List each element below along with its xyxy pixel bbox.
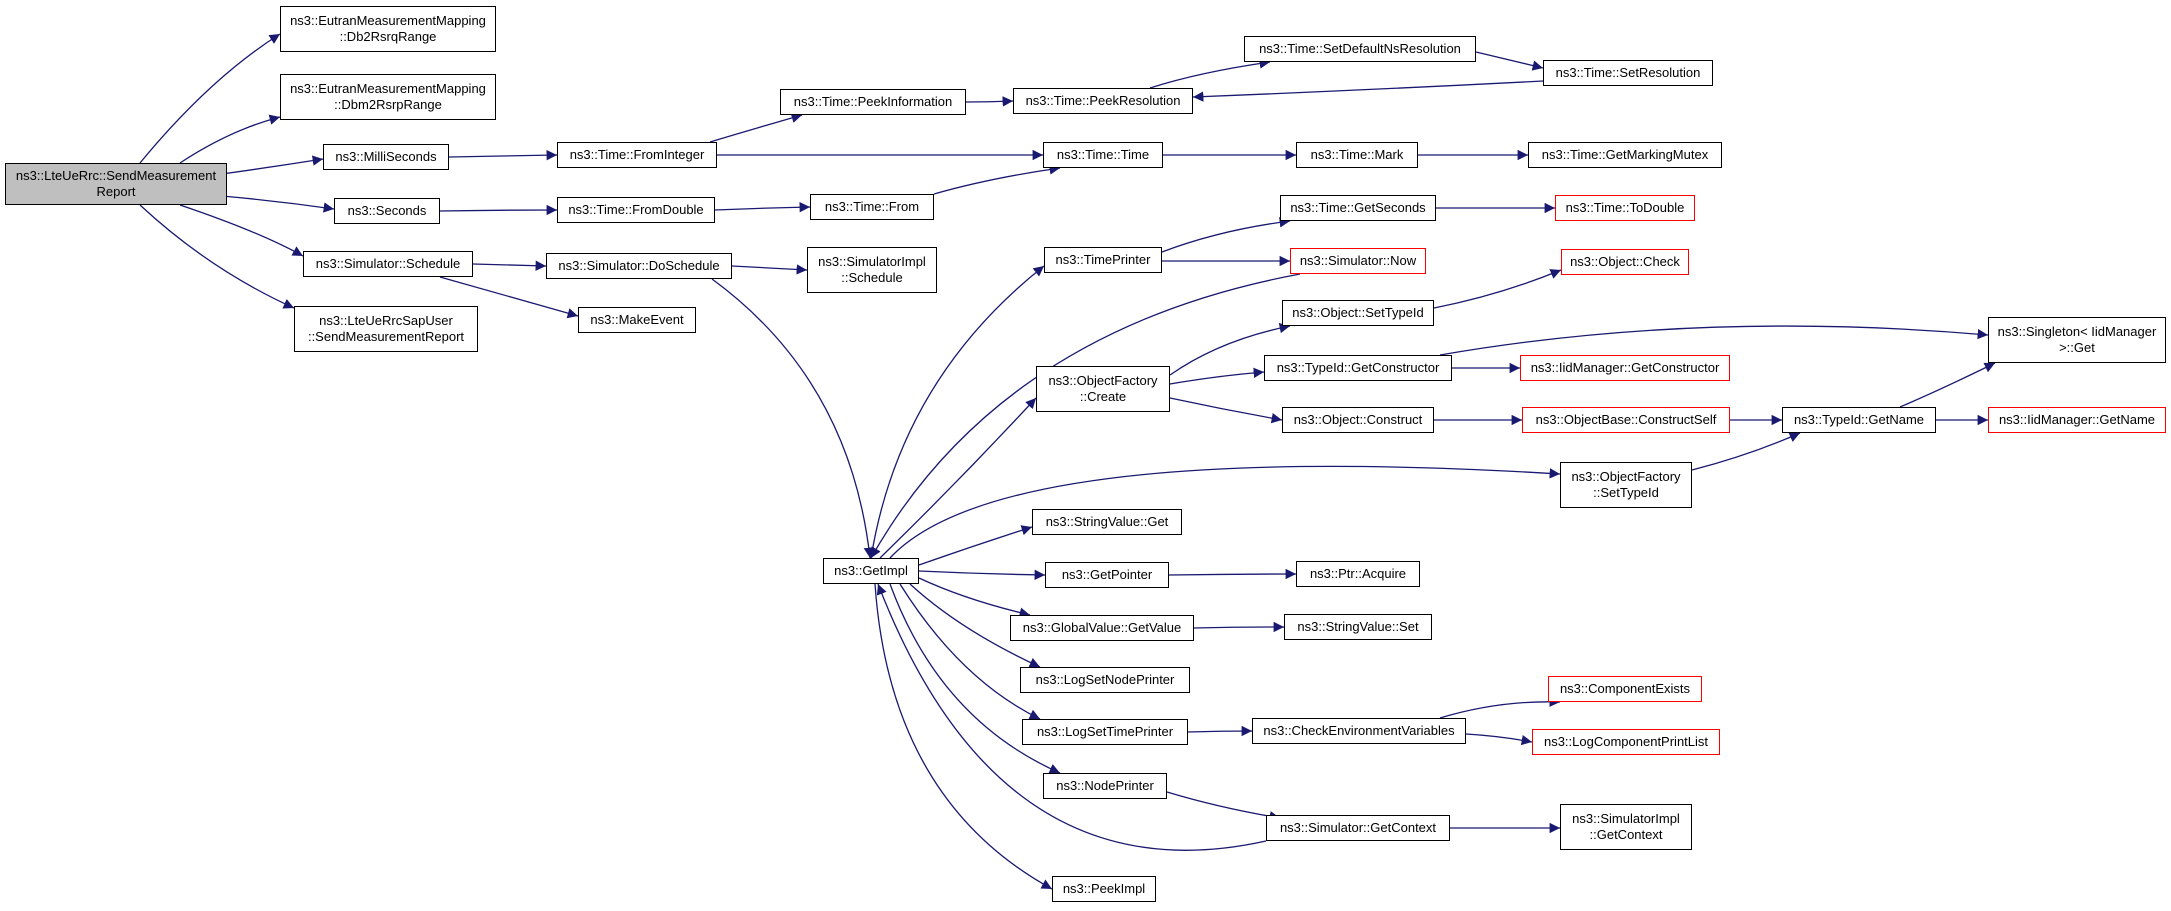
- node-todouble[interactable]: ns3::Time::ToDouble: [1555, 195, 1695, 221]
- edge-peekinfo-to-peekres: [965, 96, 1014, 107]
- edge-getpointer-to-ptracquire: [1168, 568, 1297, 580]
- node-setdefault[interactable]: ns3::Time::SetDefaultNsResolution: [1244, 36, 1476, 62]
- edge-schedule-to-doschedule: [472, 260, 547, 271]
- node-componentexists[interactable]: ns3::ComponentExists: [1548, 676, 1702, 702]
- edge-getconstructor-to-singletonget: [1439, 325, 1989, 356]
- node-ptracquire[interactable]: ns3::Ptr::Acquire: [1296, 561, 1420, 587]
- node-sapuser[interactable]: ns3::LteUeRrcSapUser ::SendMeasurementRe…: [294, 306, 478, 352]
- node-peekinfo[interactable]: ns3::Time::PeekInformation: [780, 89, 966, 115]
- edge-root-to-seconds: [221, 195, 335, 213]
- edge-getimpl-to-stringget: [918, 525, 1033, 566]
- edge-peekres-to-setdefault: [1149, 58, 1271, 89]
- node-db2rsrq[interactable]: ns3::EutranMeasurementMapping ::Db2RsrqR…: [280, 6, 496, 52]
- edge-schedule-to-makeevent: [439, 276, 579, 319]
- node-logcomplist[interactable]: ns3::LogComponentPrintList: [1532, 729, 1720, 755]
- node-peekres[interactable]: ns3::Time::PeekResolution: [1013, 88, 1193, 114]
- edge-from-to-timetime: [933, 164, 1061, 195]
- node-constructself[interactable]: ns3::ObjectBase::ConstructSelf: [1522, 407, 1730, 433]
- node-lognode[interactable]: ns3::LogSetNodePrinter: [1020, 667, 1190, 693]
- node-logtime[interactable]: ns3::LogSetTimePrinter: [1022, 719, 1188, 745]
- node-settypeid[interactable]: ns3::Object::SetTypeId: [1282, 300, 1434, 326]
- node-getmarkingmutex[interactable]: ns3::Time::GetMarkingMutex: [1528, 142, 1722, 168]
- edge-root-to-sapuser: [139, 204, 295, 309]
- edge-nodeprinter-to-getcontext: [1166, 791, 1281, 822]
- edge-logtime-to-checkenv: [1187, 725, 1253, 737]
- edge-getimpl-to-globalget: [918, 577, 1031, 618]
- edge-checkenv-to-componentexists: [1439, 696, 1561, 719]
- node-root[interactable]: ns3::LteUeRrc::SendMeasurement Report: [5, 163, 227, 205]
- edge-getimpl-to-getpointer: [918, 569, 1046, 581]
- edge-setdefault-to-setresolution: [1475, 51, 1544, 71]
- node-timetime[interactable]: ns3::Time::Time: [1043, 142, 1163, 168]
- node-objfactcreate[interactable]: ns3::ObjectFactory ::Create: [1036, 366, 1170, 412]
- node-fromdouble[interactable]: ns3::Time::FromDouble: [557, 197, 715, 223]
- edge-root-to-schedule: [179, 204, 304, 257]
- node-setresolution[interactable]: ns3::Time::SetResolution: [1543, 60, 1713, 86]
- node-objfactsettypeid[interactable]: ns3::ObjectFactory ::SetTypeId: [1560, 462, 1692, 508]
- node-mark[interactable]: ns3::Time::Mark: [1296, 142, 1418, 168]
- node-getcontext[interactable]: ns3::Simulator::GetContext: [1266, 815, 1450, 841]
- edge-doschedule-to-implschedule: [731, 264, 808, 275]
- node-implgetcontext[interactable]: ns3::SimulatorImpl ::GetContext: [1560, 804, 1692, 850]
- edge-root-to-dbm2rsrp: [179, 114, 281, 164]
- edge-getimpl-to-peekimpl: [874, 583, 1053, 890]
- node-timeprinter[interactable]: ns3::TimePrinter: [1044, 247, 1162, 273]
- edge-setresolution-to-peekres: [1192, 80, 1544, 102]
- node-getpointer[interactable]: ns3::GetPointer: [1045, 562, 1169, 588]
- node-typeidgetname[interactable]: ns3::TypeId::GetName: [1782, 407, 1936, 433]
- node-seconds[interactable]: ns3::Seconds: [334, 198, 440, 224]
- node-objconstruct[interactable]: ns3::Object::Construct: [1282, 407, 1434, 433]
- edge-getimpl-to-logtime: [899, 583, 1041, 720]
- edge-objfactcreate-to-getconstructor: [1169, 367, 1265, 385]
- node-makeevent[interactable]: ns3::MakeEvent: [578, 307, 696, 333]
- edge-checkenv-to-logcomplist: [1465, 733, 1533, 746]
- node-checkenv[interactable]: ns3::CheckEnvironmentVariables: [1252, 718, 1466, 744]
- edge-objfactcreate-to-objconstruct: [1169, 397, 1283, 424]
- edges-layer: [139, 33, 1996, 890]
- node-schedule[interactable]: ns3::Simulator::Schedule: [303, 251, 473, 277]
- edge-typeidgetname-to-singletonget: [1899, 362, 1996, 408]
- edge-objfactcreate-to-settypeid: [1169, 322, 1291, 376]
- edge-globalget-to-stringset: [1193, 621, 1285, 633]
- node-nodeprinter[interactable]: ns3::NodePrinter: [1043, 773, 1167, 799]
- node-doschedule[interactable]: ns3::Simulator::DoSchedule: [546, 253, 732, 279]
- edge-timeprinter-to-getseconds: [1161, 217, 1291, 253]
- edge-getimpl-to-objfactsettypeid: [889, 465, 1561, 559]
- node-from[interactable]: ns3::Time::From: [810, 194, 934, 220]
- edge-doschedule-to-getimpl: [711, 278, 875, 559]
- node-simnow[interactable]: ns3::Simulator::Now: [1290, 248, 1426, 274]
- node-getseconds[interactable]: ns3::Time::GetSeconds: [1280, 195, 1436, 221]
- node-peekimpl[interactable]: ns3::PeekImpl: [1052, 876, 1156, 902]
- edge-settypeid-to-objcheck: [1433, 269, 1562, 309]
- node-milli[interactable]: ns3::MilliSeconds: [323, 144, 449, 170]
- edge-getimpl-to-timeprinter: [870, 265, 1045, 559]
- node-singletonget[interactable]: ns3::Singleton< IidManager >::Get: [1988, 317, 2166, 363]
- node-implschedule[interactable]: ns3::SimulatorImpl ::Schedule: [807, 247, 937, 293]
- node-iidgetname[interactable]: ns3::IidManager::GetName: [1988, 407, 2166, 433]
- node-stringget[interactable]: ns3::StringValue::Get: [1032, 509, 1182, 535]
- node-frominteger[interactable]: ns3::Time::FromInteger: [557, 142, 717, 168]
- node-iidgetconstructor[interactable]: ns3::IidManager::GetConstructor: [1520, 355, 1730, 381]
- edge-fromdouble-to-from: [714, 202, 811, 213]
- edge-seconds-to-fromdouble: [439, 204, 558, 216]
- edge-root-to-db2rsrq: [139, 33, 281, 164]
- edge-getcontext-to-getimpl: [876, 583, 1267, 851]
- node-stringset[interactable]: ns3::StringValue::Set: [1284, 614, 1432, 640]
- edge-objfactsettypeid-to-typeidgetname: [1691, 432, 1801, 471]
- node-getimpl[interactable]: ns3::GetImpl: [823, 558, 919, 584]
- edge-root-to-milli: [221, 155, 324, 175]
- edge-getimpl-to-lognode: [909, 583, 1041, 668]
- edge-milli-to-frominteger: [448, 149, 558, 161]
- edge-getimpl-to-nodeprinter: [889, 583, 1061, 774]
- node-globalget[interactable]: ns3::GlobalValue::GetValue: [1010, 615, 1194, 641]
- node-objcheck[interactable]: ns3::Object::Check: [1561, 249, 1689, 275]
- edge-frominteger-to-peekinfo: [709, 112, 803, 143]
- node-dbm2rsrp[interactable]: ns3::EutranMeasurementMapping ::Dbm2Rsrp…: [280, 74, 496, 120]
- edge-getimpl-to-objfactcreate: [879, 397, 1037, 559]
- node-getconstructor[interactable]: ns3::TypeId::GetConstructor: [1264, 355, 1452, 381]
